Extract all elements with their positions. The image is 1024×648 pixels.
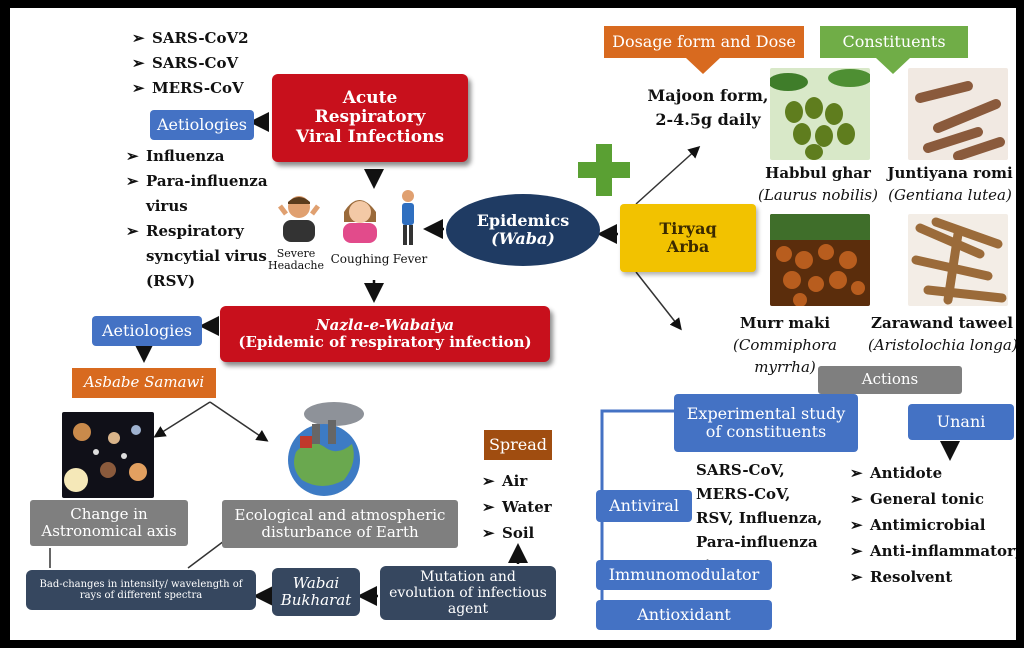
constituent-habbul: Habbul ghar (Laurus nobilis) [758,164,878,204]
mid-aetiologies-box: Aetiologies [92,316,202,346]
bad-changes-box: Bad-changes in intensity/ wavelength of … [26,570,256,610]
list-item: ➢Influenza [126,147,225,165]
constituent-juntiyana: Juntiyana romi (Gentiana lutea) [887,164,1013,204]
asbabe-samawi-box: Asbabe Samawi [72,368,216,398]
constituent-zarawand: Zarawand taweel (Aristolochia longa) [868,314,1016,354]
unani-box: Unani [908,404,1014,440]
spread-box: Spread [484,430,552,460]
plus-icon [578,144,630,196]
constituents-pointer [876,58,910,74]
list-item: ➢Air [482,472,528,490]
spread-list: ➢Air ➢Water ➢Soil [482,468,552,546]
antioxidant-box: Antioxidant [596,600,772,630]
list-item: ➢Resolvent [850,568,953,586]
list-item: ➢Para-influenza virus [126,172,268,215]
list-item: ➢MERS-CoV [132,79,244,97]
aristolochia-photo [908,214,1008,306]
wabai-bukharat-box: Wabai Bukharat [272,568,360,616]
laurus-photo [770,68,870,160]
experimental-study-box: Experimental study of constituents [674,394,858,452]
nazla-box: Nazla-e-Wabaiya (Epidemic of respiratory… [220,306,550,362]
fever-icon [402,190,414,245]
headache-icon [278,196,320,242]
constituent-murr: Murr maki (Commiphora myrrha) [732,314,837,376]
list-item: ➢SARS-CoV2 [132,29,249,47]
symptom-headache-label: Severe Headache [267,247,324,272]
epidemics-ellipse: Epidemics (Waba) [446,194,600,266]
list-item: ➢Antimicrobial [850,516,986,534]
unani-list: ➢Antidote ➢General tonic ➢Antimicrobial … [850,460,1016,590]
antiviral-viruses-text: SARS-CoV, MERS-CoV, RSV, Influenza, Para… [696,461,823,575]
dosage-text: Majoon form, 2-4.5g daily [647,86,769,129]
list-item: ➢Respiratory syncytial virus (RSV) [126,222,267,290]
dosage-label-box: Dosage form and Dose [604,26,804,58]
list-item: ➢Water [482,498,552,516]
myrrh-photo [770,214,870,306]
astronomy-image [62,412,154,498]
immunomodulator-box: Immunomodulator [596,560,772,590]
aetiologies-list: ➢Influenza ➢Para-influenza virus ➢Respir… [126,144,276,294]
constituents-label-box: Constituents [820,26,968,58]
acute-respiratory-box: Acute Respiratory Viral Infections [272,74,468,162]
dosage-pointer [686,58,720,74]
diagram-canvas: ➢SARS-CoV2 ➢SARS-CoV ➢MERS-CoV Acute Res… [10,8,1016,640]
list-item: ➢SARS-CoV [132,54,239,72]
ecological-disturbance-box: Ecological and atmospheric disturbance o… [222,500,458,548]
symptom-coughing-label: Coughing [330,252,390,266]
top-aetiologies-box: Aetiologies [150,110,254,140]
coughing-icon [343,200,377,243]
connector-lines [49,112,960,620]
gentiana-photo [908,68,1008,160]
list-item: ➢General tonic [850,490,985,508]
list-item: ➢Anti-inflammatory [850,542,1016,560]
antiviral-box: Antiviral [596,490,692,522]
list-item: ➢Antidote [850,464,943,482]
tiryaq-arba-box: Tiryaq Arba [620,204,756,272]
actions-box: Actions [818,366,962,394]
top-aetiologies-list: ➢SARS-CoV2 ➢SARS-CoV ➢MERS-CoV [132,26,249,101]
symptom-fever-label: Fever [392,252,428,266]
list-item: ➢Soil [482,524,535,542]
mutation-box: Mutation and evolution of infectious age… [380,566,556,620]
astronomical-axis-box: Change in Astronomical axis [30,500,188,546]
earth-pollution-image [288,402,364,496]
